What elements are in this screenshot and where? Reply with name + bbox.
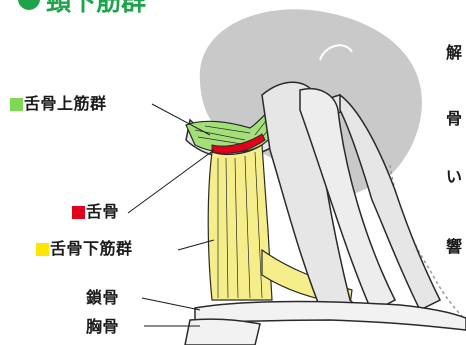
leader-line-clavicle [142,298,200,310]
right-text-4: 響 [446,238,462,256]
right-text-1: 解 [446,44,462,62]
label-sternum: 胸骨 [86,318,119,336]
label-infrahyoid: 舌骨下筋群 [50,240,133,258]
leader-line-hyoid [128,150,214,213]
right-text-2: 骨 [446,110,462,128]
leader-line-suprahyoid [152,104,210,135]
hyoid-swatch [72,206,85,219]
sternum-bone [185,319,260,345]
label-hyoid: 舌骨 [86,203,119,221]
suprahyoid-swatch [10,98,23,111]
right-text-3: い [446,168,462,186]
label-suprahyoid: 舌骨上筋群 [24,95,107,113]
label-clavicle: 鎖骨 [86,289,119,307]
infrahyoid-swatch [36,243,49,256]
